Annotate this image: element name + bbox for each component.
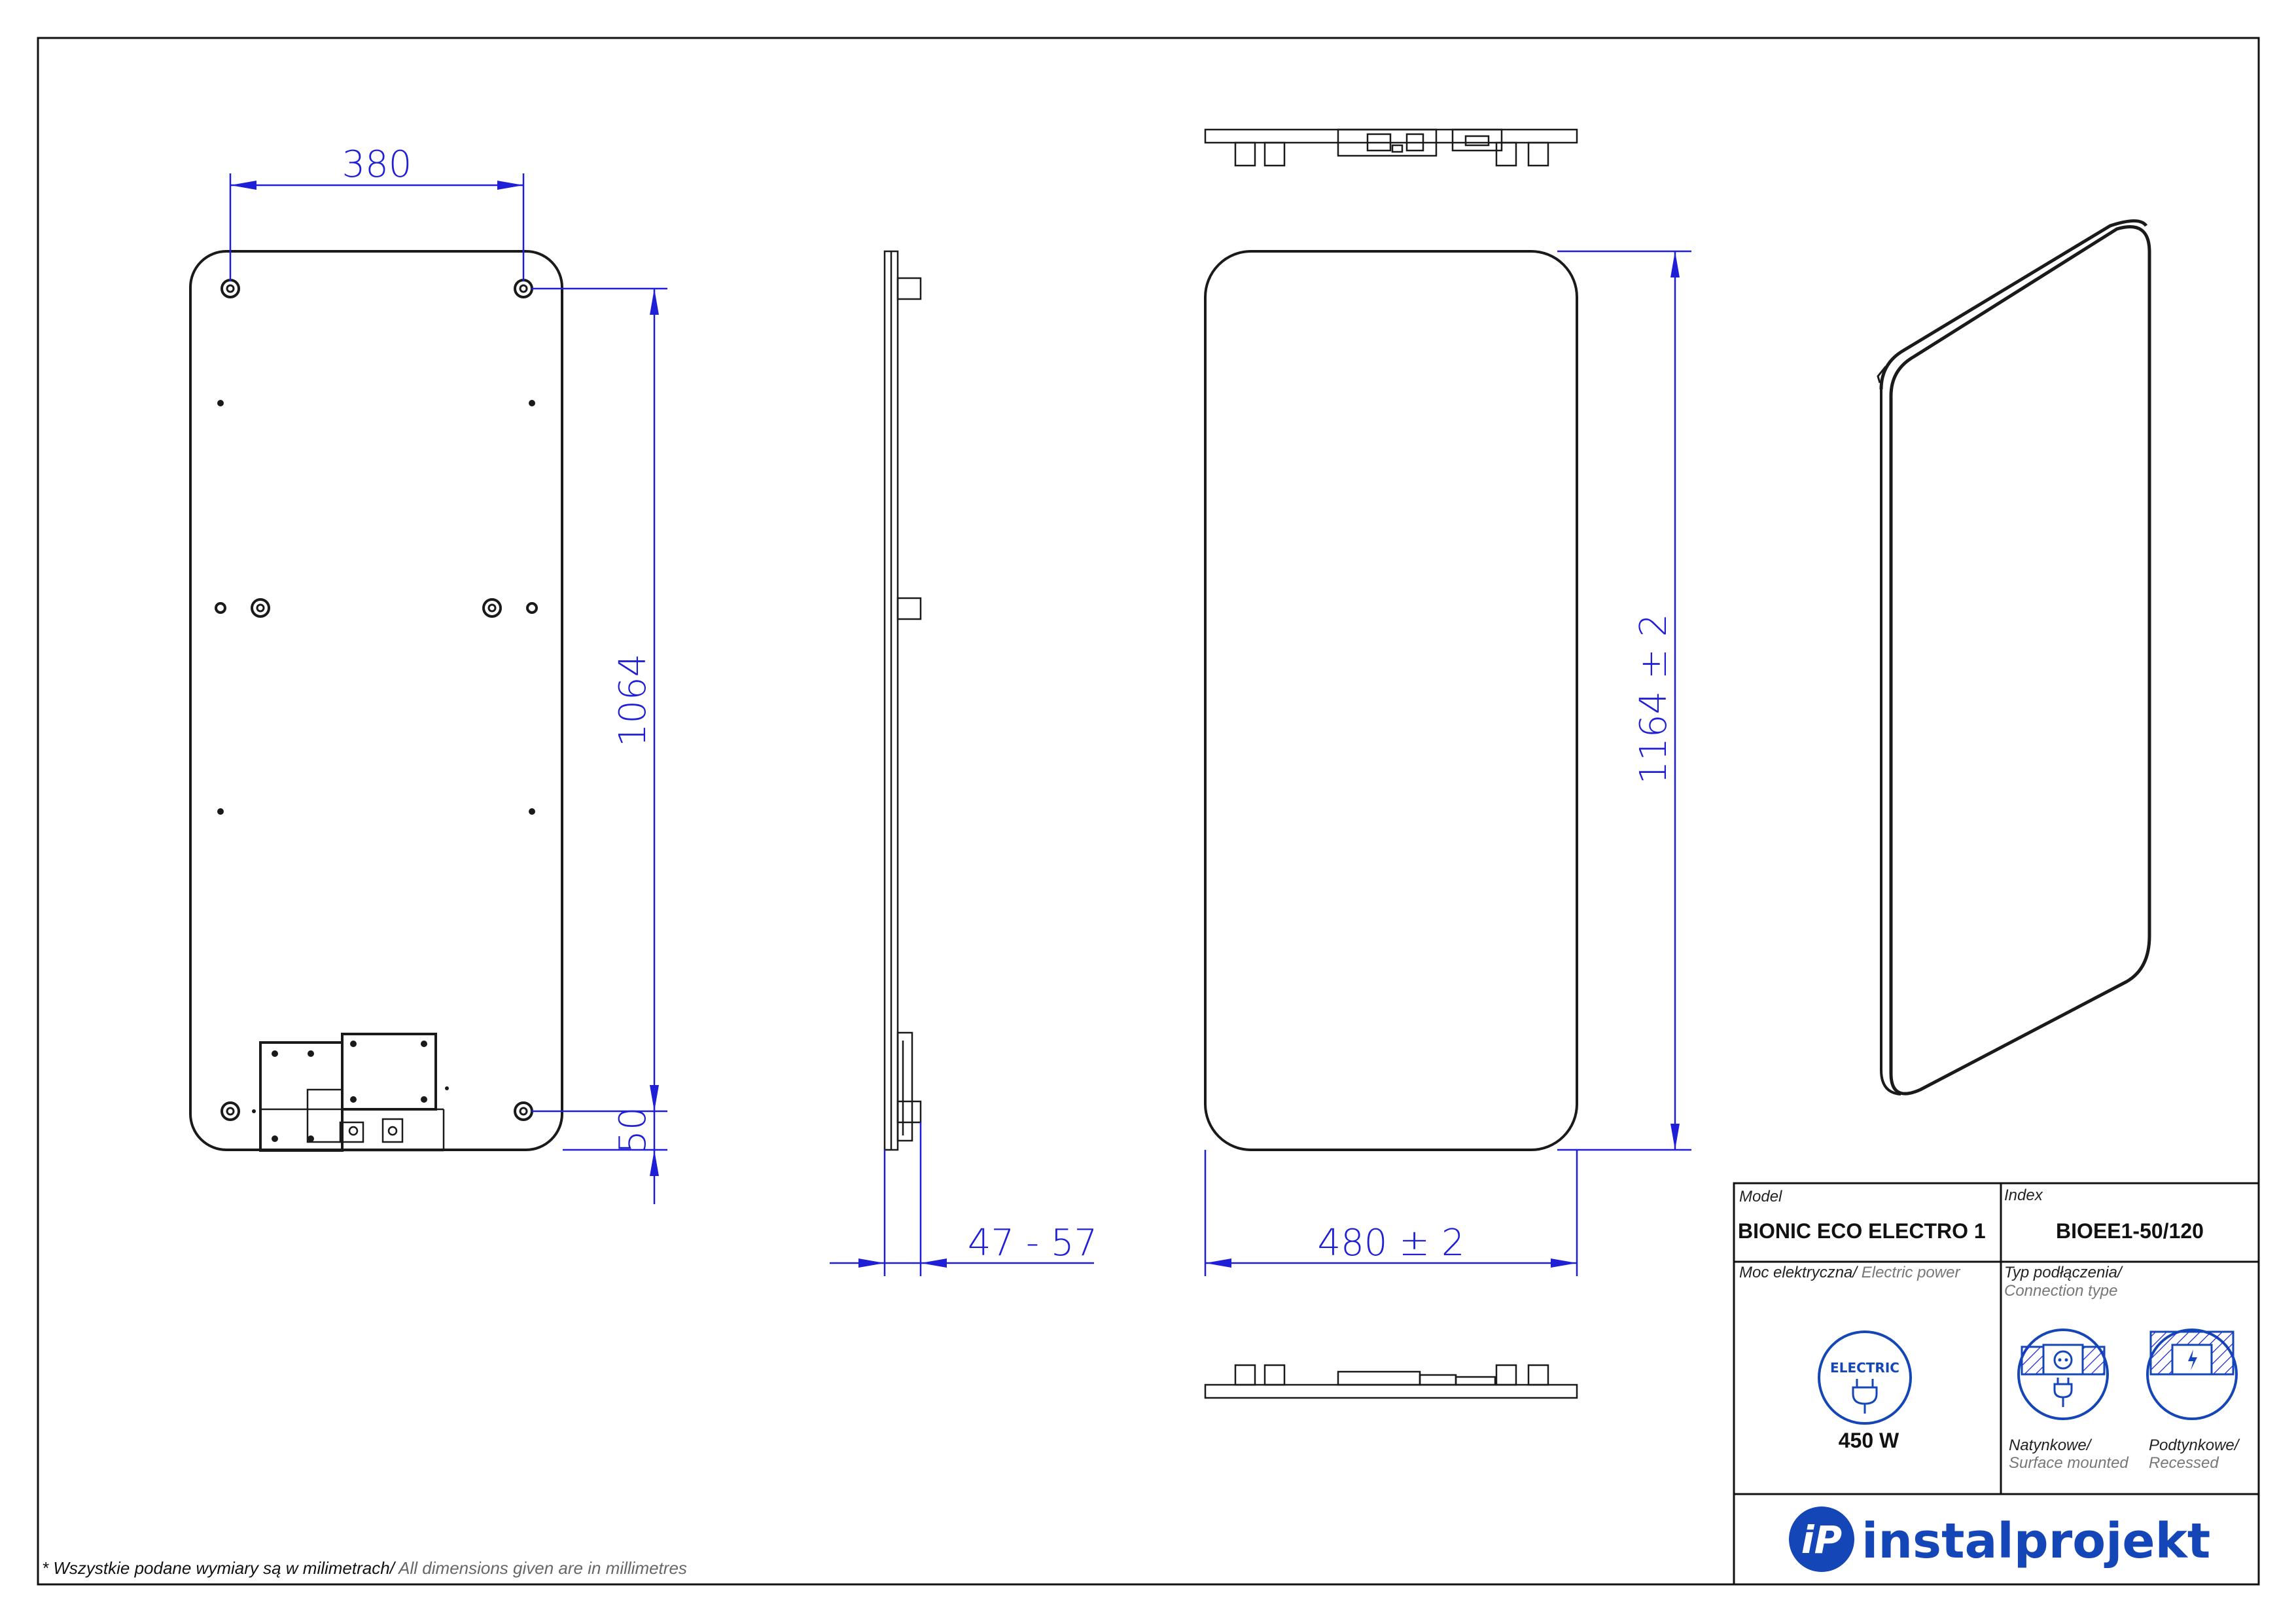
footnote-en: All dimensions given are in millimetres	[395, 1558, 687, 1578]
dim-front-width-label: 380	[342, 143, 412, 186]
power-label-en: Electric power	[1857, 1264, 1960, 1281]
electrical-box	[259, 1033, 445, 1152]
back-plate-outline	[189, 250, 563, 1151]
instalprojekt-logo-icon: iP	[1789, 1507, 1854, 1572]
sheet-frame	[37, 37, 2260, 1586]
surface-socket-icon	[2017, 1329, 2109, 1420]
side-bracket-bottom	[896, 1100, 922, 1124]
panel-outline	[1204, 250, 1578, 1151]
power-value: 450 W	[1839, 1429, 1899, 1452]
model-value: BIONIC ECO ELECTRO 1	[1738, 1219, 1986, 1243]
electric-plug-icon: ELECTRIC	[1818, 1330, 1912, 1425]
svg-text:Moc elektryczna/ Electric powe: Moc elektryczna/ Electric power	[1739, 1264, 1960, 1281]
dimension-front-height: 1064	[531, 287, 667, 1113]
dim-side-depth-label: 47 - 57	[968, 1222, 1097, 1264]
brand-name: instalprojekt	[1862, 1513, 2210, 1569]
dim-panel-width-label: 480 ± 2	[1317, 1222, 1464, 1264]
bottom-view	[1204, 1364, 1578, 1399]
connection-label-pl: Typ podłączenia/	[2004, 1264, 2123, 1281]
index-value: BIOEE1-50/120	[2056, 1219, 2204, 1243]
mounting-holes	[215, 279, 538, 1121]
recessed-label-pl: Podtynkowe/	[2149, 1436, 2240, 1454]
footnote-pl: * Wszystkie podane wymiary są w milimetr…	[42, 1558, 397, 1578]
side-view: 47 - 57	[830, 250, 1097, 1276]
electrical-box-screws	[252, 1041, 449, 1142]
screw-points	[217, 400, 535, 815]
side-electrical-box	[896, 1031, 913, 1142]
dim-front-bottom-offset-label: 50	[612, 1107, 654, 1153]
dimension-side-depth: 47 - 57	[830, 1122, 1097, 1276]
recessed-socket-icon	[2146, 1329, 2238, 1420]
front-view: 380 1064 50	[189, 143, 667, 1204]
electric-icon-text: ELECTRIC	[1830, 1360, 1899, 1376]
isometric-view	[1877, 219, 2151, 1096]
recessed-label-en: Recessed	[2149, 1454, 2219, 1472]
side-bracket-top	[896, 277, 922, 300]
panel-front-view: 1164 ± 2 480 ± 2	[1204, 250, 1691, 1276]
dimension-panel-height: 1164 ± 2	[1557, 250, 1691, 1151]
footnote: * Wszystkie podane wymiary są w milimetr…	[42, 1558, 687, 1578]
power-label-pl: Moc elektryczna/	[1739, 1264, 1858, 1281]
title-block: Model BIONIC ECO ELECTRO 1 Index BIOEE1-…	[1733, 1182, 2260, 1586]
top-view	[1204, 128, 1578, 167]
connection-label-en: Connection type	[2004, 1282, 2117, 1300]
dimension-panel-width: 480 ± 2	[1204, 1150, 1578, 1276]
dimension-front-bottom-offset: 50	[563, 1107, 667, 1204]
dim-front-height-label: 1064	[612, 654, 654, 747]
surface-label-en: Surface mounted	[2009, 1454, 2128, 1472]
dim-panel-height-label: 1164 ± 2	[1633, 614, 1675, 785]
index-label: Index	[2004, 1186, 2043, 1204]
brand-logo-text: iP	[1801, 1518, 1842, 1562]
dimension-front-width: 380	[229, 143, 525, 281]
model-label: Model	[1739, 1188, 1782, 1205]
surface-label-pl: Natynkowe/	[2009, 1436, 2093, 1454]
side-bracket-middle	[896, 597, 922, 620]
